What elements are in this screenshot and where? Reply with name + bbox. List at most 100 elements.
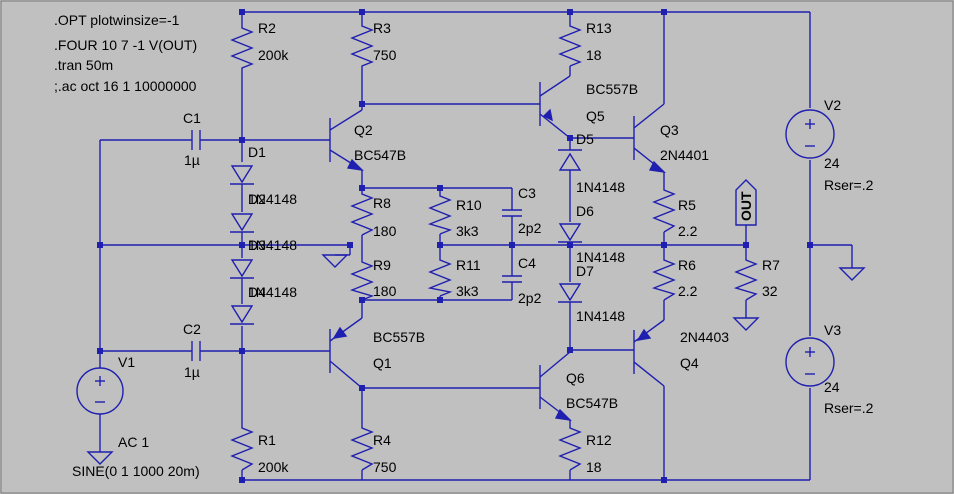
value-Q1: BC557B: [373, 329, 425, 345]
value-R9: 180: [373, 283, 397, 299]
diode-D7: [558, 283, 582, 303]
value-R7: 32: [762, 283, 778, 299]
diodes[interactable]: [230, 149, 582, 325]
value-C2: 1µ: [184, 364, 200, 380]
diode-D2: [230, 213, 254, 233]
source-V3: [785, 337, 835, 387]
ground-icon: [732, 317, 760, 331]
label-R7: R7: [762, 257, 780, 273]
label-C3: C3: [518, 185, 536, 201]
label-R12: R12: [586, 432, 612, 448]
label-C1: C1: [183, 110, 201, 126]
label-Q6: Q6: [566, 370, 585, 386]
source-V1: [76, 367, 124, 415]
value-R13: 18: [586, 47, 602, 63]
value-R6: 2.2: [678, 283, 698, 299]
directive-line: .tran 50m: [54, 57, 113, 73]
resistor-R12: [558, 424, 582, 471]
diode-D3: [230, 259, 254, 279]
resistor-R6: [651, 256, 676, 301]
net-label-out[interactable]: OUT: [735, 179, 757, 226]
label-D2: D2: [248, 191, 266, 207]
value-R12: 18: [586, 459, 602, 475]
value-R11: 3k3: [456, 283, 479, 299]
value-C3: 2p2: [518, 220, 542, 236]
resistor-R10: [427, 192, 453, 235]
label-R3: R3: [373, 20, 391, 36]
label-Q2: Q2: [354, 122, 373, 138]
value-Q3: 2N4401: [660, 147, 709, 163]
label-R5: R5: [678, 197, 696, 213]
value-R8: 180: [373, 223, 397, 239]
value-V2: 24: [824, 155, 840, 171]
value-R5: 2.2: [678, 223, 698, 239]
value-R10: 3k3: [456, 223, 479, 239]
capacitor-C2: [191, 341, 201, 361]
value-D4: 1N4148: [248, 284, 297, 300]
diode-D5: [558, 149, 582, 171]
value-R1: 200k: [258, 459, 289, 475]
ground-icon: [86, 451, 114, 465]
value-V3: 24: [824, 379, 840, 395]
label-R6: R6: [678, 257, 696, 273]
label-R11: R11: [456, 257, 481, 273]
resistor-R7: [733, 255, 758, 301]
wires: [99, 11, 853, 481]
label-Q1: Q1: [373, 355, 392, 371]
capacitor-C4: [502, 275, 522, 283]
value-Q4: 2N4403: [680, 329, 729, 345]
diode-D4: [230, 305, 254, 325]
resistor-R9: [349, 258, 375, 301]
value-Q6: BC547B: [566, 395, 618, 411]
capacitors[interactable]: [191, 130, 522, 361]
label-V3: V3: [824, 322, 841, 338]
capacitor-C1: [191, 130, 201, 150]
diode-D1: [230, 165, 254, 185]
resistor-R13: [558, 22, 582, 67]
directive-line: ;.ac oct 16 1 10000000: [54, 78, 197, 94]
value2-V3: Rser=.2: [824, 400, 874, 416]
label-R1: R1: [258, 432, 276, 448]
label-D4: D4: [248, 284, 266, 300]
capacitor-C3: [502, 209, 522, 217]
directive-line: .OPT plotwinsize=-1: [54, 12, 180, 28]
label-Q3: Q3: [660, 122, 679, 138]
label-R13: R13: [586, 20, 612, 36]
junctions: [97, 9, 813, 483]
label-R4: R4: [373, 432, 391, 448]
label-R10: R10: [456, 197, 482, 213]
value2-V1: SINE(0 1 1000 20m): [72, 463, 200, 479]
label-D6: D6: [576, 203, 594, 219]
directive-line: .FOUR 10 7 -1 V(OUT): [54, 37, 197, 53]
label-R8: R8: [373, 195, 391, 211]
value2-V2: Rser=.2: [824, 177, 874, 193]
value-Q2: BC547B: [354, 147, 406, 163]
label-V1: V1: [118, 354, 135, 370]
resistor-R4: [350, 424, 374, 471]
value-D6: 1N4148: [576, 249, 625, 265]
ground-icon: [838, 267, 866, 281]
transistor-arrows: [332, 108, 666, 421]
grounds: [86, 254, 866, 465]
spice-directives: .OPT plotwinsize=-1 .FOUR 10 7 -1 V(OUT)…: [54, 12, 197, 94]
resistor-R3: [350, 22, 374, 68]
voltage-sources[interactable]: [76, 109, 835, 415]
value-C1: 1µ: [184, 152, 200, 168]
value-D3: 1N4148: [248, 237, 297, 253]
resistor-R5: [652, 186, 676, 233]
value-R2: 200k: [258, 47, 289, 63]
label-V2: V2: [824, 97, 841, 113]
diode-D6: [558, 223, 582, 243]
value-V1: AC 1: [118, 434, 149, 450]
resistor-R8: [350, 188, 374, 236]
label-R2: R2: [258, 20, 276, 36]
label-D5: D5: [576, 131, 594, 147]
value-D2: 1N4148: [248, 191, 297, 207]
label-R9: R9: [373, 257, 391, 273]
resistors[interactable]: [230, 22, 758, 471]
label-D1: D1: [248, 144, 266, 160]
label-C2: C2: [183, 321, 201, 337]
